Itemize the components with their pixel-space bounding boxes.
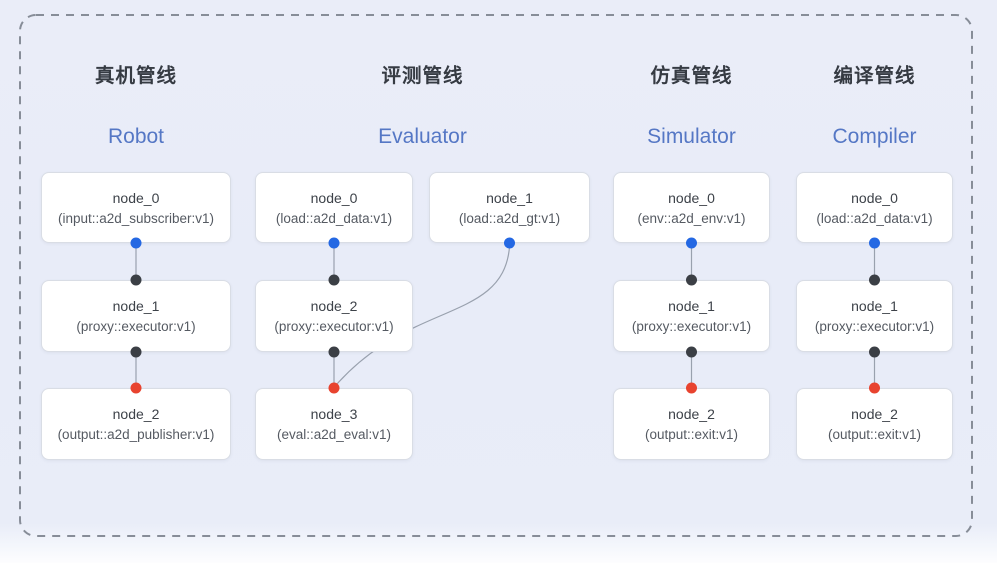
node-box-simulator-node0: node_0 (env::a2d_env:v1) <box>613 172 770 243</box>
node-name: node_1 <box>486 189 533 206</box>
node-type: (eval::a2d_eval:v1) <box>276 427 392 442</box>
node-box-simulator-node1: node_1 (proxy::executor:v1) <box>613 280 770 352</box>
pipeline-title-zh-simulator: 仿真管线 <box>650 65 733 87</box>
node-name: node_0 <box>112 189 160 206</box>
node-name: node_2 <box>851 406 898 422</box>
node-box-evaluator-node3: node_3 (eval::a2d_eval:v1) <box>255 388 413 460</box>
node-type: (env::a2d_env:v1) <box>637 210 746 226</box>
pipeline-title-zh-evaluator: 评测管线 <box>381 65 464 87</box>
node-type: (load::a2d_data:v1) <box>816 210 933 226</box>
node-box-evaluator-node2: node_2 (proxy::executor:v1) <box>255 280 413 352</box>
node-box-simulator-node2: node_2 (output::exit:v1) <box>613 388 770 460</box>
node-box-evaluator-node0: node_0 (load::a2d_data:v1) <box>255 172 413 243</box>
node-box-robot-node2: node_2 (output::a2d_publisher:v1) <box>41 388 231 460</box>
pipeline-title-zh-robot: 真机管线 <box>94 65 177 87</box>
node-type: (output::exit:v1) <box>827 427 922 442</box>
node-type: (proxy::executor:v1) <box>814 319 935 334</box>
node-name: node_2 <box>112 406 160 422</box>
node-name: node_2 <box>668 406 715 422</box>
node-box-compiler-node1: node_1 (proxy::executor:v1) <box>796 280 953 352</box>
pipeline-title-en-robot: Robot <box>107 125 165 148</box>
pipeline-title-en-simulator: Simulator <box>647 125 736 148</box>
pipeline-title-zh-compiler: 编译管线 <box>833 65 916 87</box>
node-name: node_0 <box>851 189 898 206</box>
node-box-robot-node0: node_0 (input::a2d_subscriber:v1) <box>41 172 231 243</box>
pipeline-title-en-evaluator: Evaluator <box>378 125 467 148</box>
node-box-robot-node1: node_1 (proxy::executor:v1) <box>41 280 231 352</box>
node-type: (load::a2d_data:v1) <box>275 210 393 226</box>
node-type: (output::exit:v1) <box>644 427 739 442</box>
node-name: node_0 <box>668 189 715 206</box>
node-name: node_1 <box>668 298 715 314</box>
node-type: (proxy::executor:v1) <box>631 319 752 334</box>
node-type: (load::a2d_gt:v1) <box>458 210 561 226</box>
node-box-compiler-node0: node_0 (load::a2d_data:v1) <box>796 172 953 243</box>
node-type: (proxy::executor:v1) <box>76 319 196 334</box>
pipeline-title-en-compiler: Compiler <box>832 125 917 148</box>
node-type: (input::a2d_subscriber:v1) <box>57 210 215 226</box>
node-type: (output::a2d_publisher:v1) <box>57 427 215 442</box>
node-name: node_2 <box>310 298 358 314</box>
node-name: node_3 <box>310 406 358 422</box>
node-box-compiler-node2: node_2 (output::exit:v1) <box>796 388 953 460</box>
node-type: (proxy::executor:v1) <box>274 319 394 334</box>
node-name: node_1 <box>112 298 160 314</box>
node-name: node_1 <box>851 298 898 314</box>
node-name: node_0 <box>310 189 358 206</box>
node-box-evaluator-node1: node_1 (load::a2d_gt:v1) <box>429 172 590 243</box>
